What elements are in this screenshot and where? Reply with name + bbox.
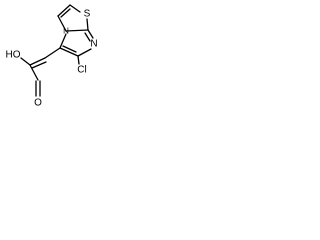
chemical-structure: S N N Cl HO O (6, 4, 98, 109)
bond-cbeta-ccarboxyl (29, 64, 39, 81)
bond-c2-c3 (57, 4, 71, 17)
bond-c5-calpha (44, 47, 61, 59)
bond-c2-c3-double (60, 8, 71, 18)
bond-c7a-nring (87, 29, 94, 39)
atom-label-sulfur: S (84, 9, 91, 20)
bond-c6-cl (77, 55, 80, 65)
bond-c3-nbridge (57, 15, 67, 32)
bond-nbridge-c7a (65, 29, 89, 32)
bond-calpha-cbeta (29, 57, 46, 66)
bond-calpha-cbeta-double (31, 61, 47, 69)
bond-ccarboxyl-oh (20, 57, 31, 66)
atom-label-chlorine: Cl (77, 65, 86, 76)
atom-label-hydroxyl: HO (6, 50, 21, 61)
bond-c7a-nring-double (84, 32, 91, 42)
bond-s-c7a (86, 18, 89, 31)
bond-c6-c5 (59, 47, 79, 57)
bond-c5-nbridge (59, 33, 67, 49)
bond-c6-c5-double (62, 45, 77, 53)
atom-label-nitrogen-ring: N (90, 39, 97, 50)
bond-s-c2 (69, 4, 81, 13)
bond-nring-c6 (77, 48, 92, 57)
atom-label-nitrogen-bridge: N (63, 27, 69, 36)
atom-label-carbonyl-oxygen: O (34, 98, 42, 109)
